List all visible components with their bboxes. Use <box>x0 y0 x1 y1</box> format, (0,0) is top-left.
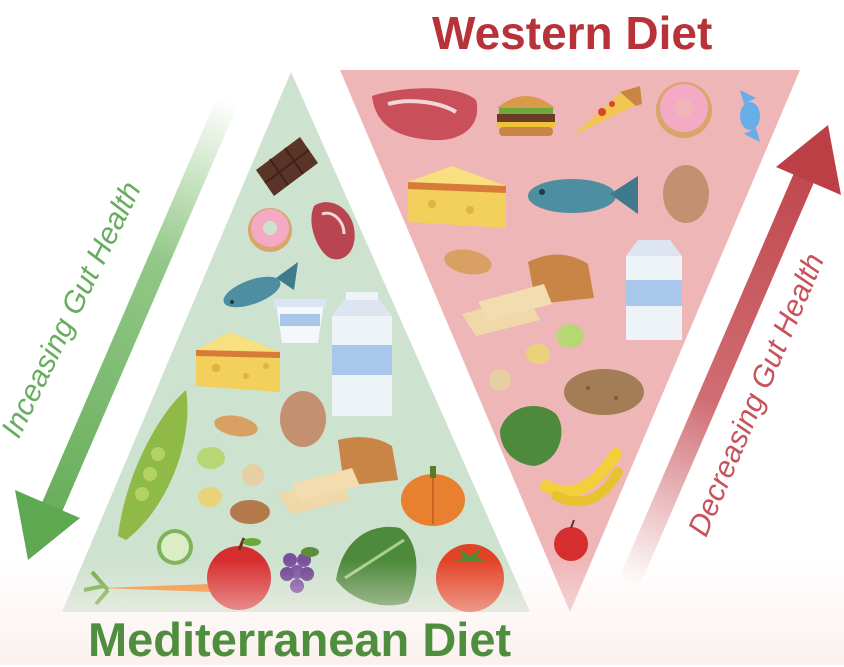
milk-carton-icon <box>332 292 392 416</box>
egg-icon <box>663 165 709 223</box>
donut-icon <box>248 208 292 252</box>
almond-icon <box>230 500 270 524</box>
yogurt-icon <box>274 299 326 343</box>
chickpea-icon <box>489 369 511 391</box>
burger-icon <box>497 96 555 136</box>
potato-icon <box>564 369 644 415</box>
egg-icon <box>280 391 326 447</box>
western-diet-title: Western Diet <box>432 6 712 60</box>
donut-icon <box>656 82 712 138</box>
mediterranean-diet-title: Mediterranean Diet <box>88 612 511 667</box>
chickpea-icon <box>242 464 264 486</box>
milk-carton-icon <box>626 240 682 340</box>
bean-icon <box>198 487 222 507</box>
lima-bean-icon <box>556 324 584 348</box>
lima-bean-icon <box>197 447 225 469</box>
bean-icon <box>526 344 550 364</box>
